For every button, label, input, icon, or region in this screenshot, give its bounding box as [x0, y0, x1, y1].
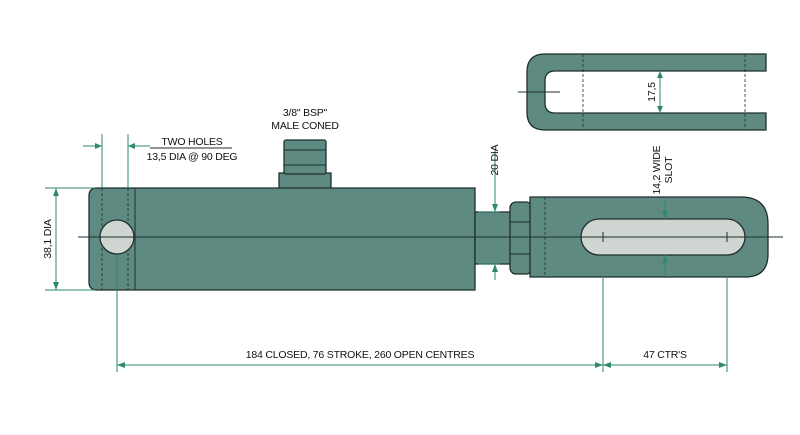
- holes-callout: TWO HOLES 13,5 DIA @ 90 DEG: [83, 134, 238, 188]
- rod-dia-dimension: 20 DIA: [478, 144, 501, 280]
- slot-label-line1: 14,2 WIDE: [651, 145, 663, 194]
- clevis-gap-arrow-bottom: [657, 106, 663, 113]
- port-hex: [283, 139, 327, 175]
- rod-arrow-top: [492, 204, 498, 212]
- bore-dia-label: 38,1 DIA: [42, 219, 54, 258]
- locknut: [509, 201, 533, 275]
- cylinder-body: [88, 187, 476, 291]
- rod-dia-label: 20 DIA: [489, 144, 501, 175]
- slot-label-line2: SLOT: [663, 156, 675, 183]
- holes-label-line2: 13,5 DIA @ 90 DEG: [147, 151, 238, 163]
- piston-rod: [474, 201, 533, 275]
- port-label-line2: MALE CONED: [271, 120, 339, 132]
- rod-arrow-bottom: [492, 264, 498, 272]
- centres-label: 184 CLOSED, 76 STROKE, 260 OPEN CENTRES: [246, 349, 475, 361]
- holes-arrow-right: [128, 143, 135, 149]
- ctrs-arrow-left: [603, 362, 611, 368]
- bore-arrow-bottom: [53, 282, 59, 290]
- centres-arrow-left: [117, 362, 125, 368]
- holes-label-line1: TWO HOLES: [161, 136, 222, 148]
- ctrs-label: 47 CTR'S: [643, 349, 687, 361]
- clevis-gap-arrow-top: [657, 71, 663, 78]
- bore-dia-dimension: 38,1 DIA: [42, 187, 95, 291]
- clevis-u-outline: [526, 53, 767, 131]
- slot-arrow-bottom: [662, 255, 668, 263]
- slot-width-dimension: 14,2 WIDE SLOT: [651, 145, 675, 275]
- rod: [474, 211, 516, 265]
- holes-arrow-left: [95, 143, 102, 149]
- barrel: [88, 187, 476, 291]
- bore-arrow-top: [53, 188, 59, 196]
- port-label-line1: 3/8" BSP": [283, 107, 328, 119]
- clevis-top-view: 17,5: [518, 53, 767, 131]
- centres-arrow-right: [595, 362, 603, 368]
- port-fitting: 3/8" BSP" MALE CONED: [271, 107, 340, 195]
- ctrs-arrow-right: [719, 362, 727, 368]
- centres-dimension: 184 CLOSED, 76 STROKE, 260 OPEN CENTRES …: [116, 256, 728, 372]
- slot-arrow-top: [662, 211, 668, 219]
- clevis-gap-label: 17,5: [646, 82, 658, 102]
